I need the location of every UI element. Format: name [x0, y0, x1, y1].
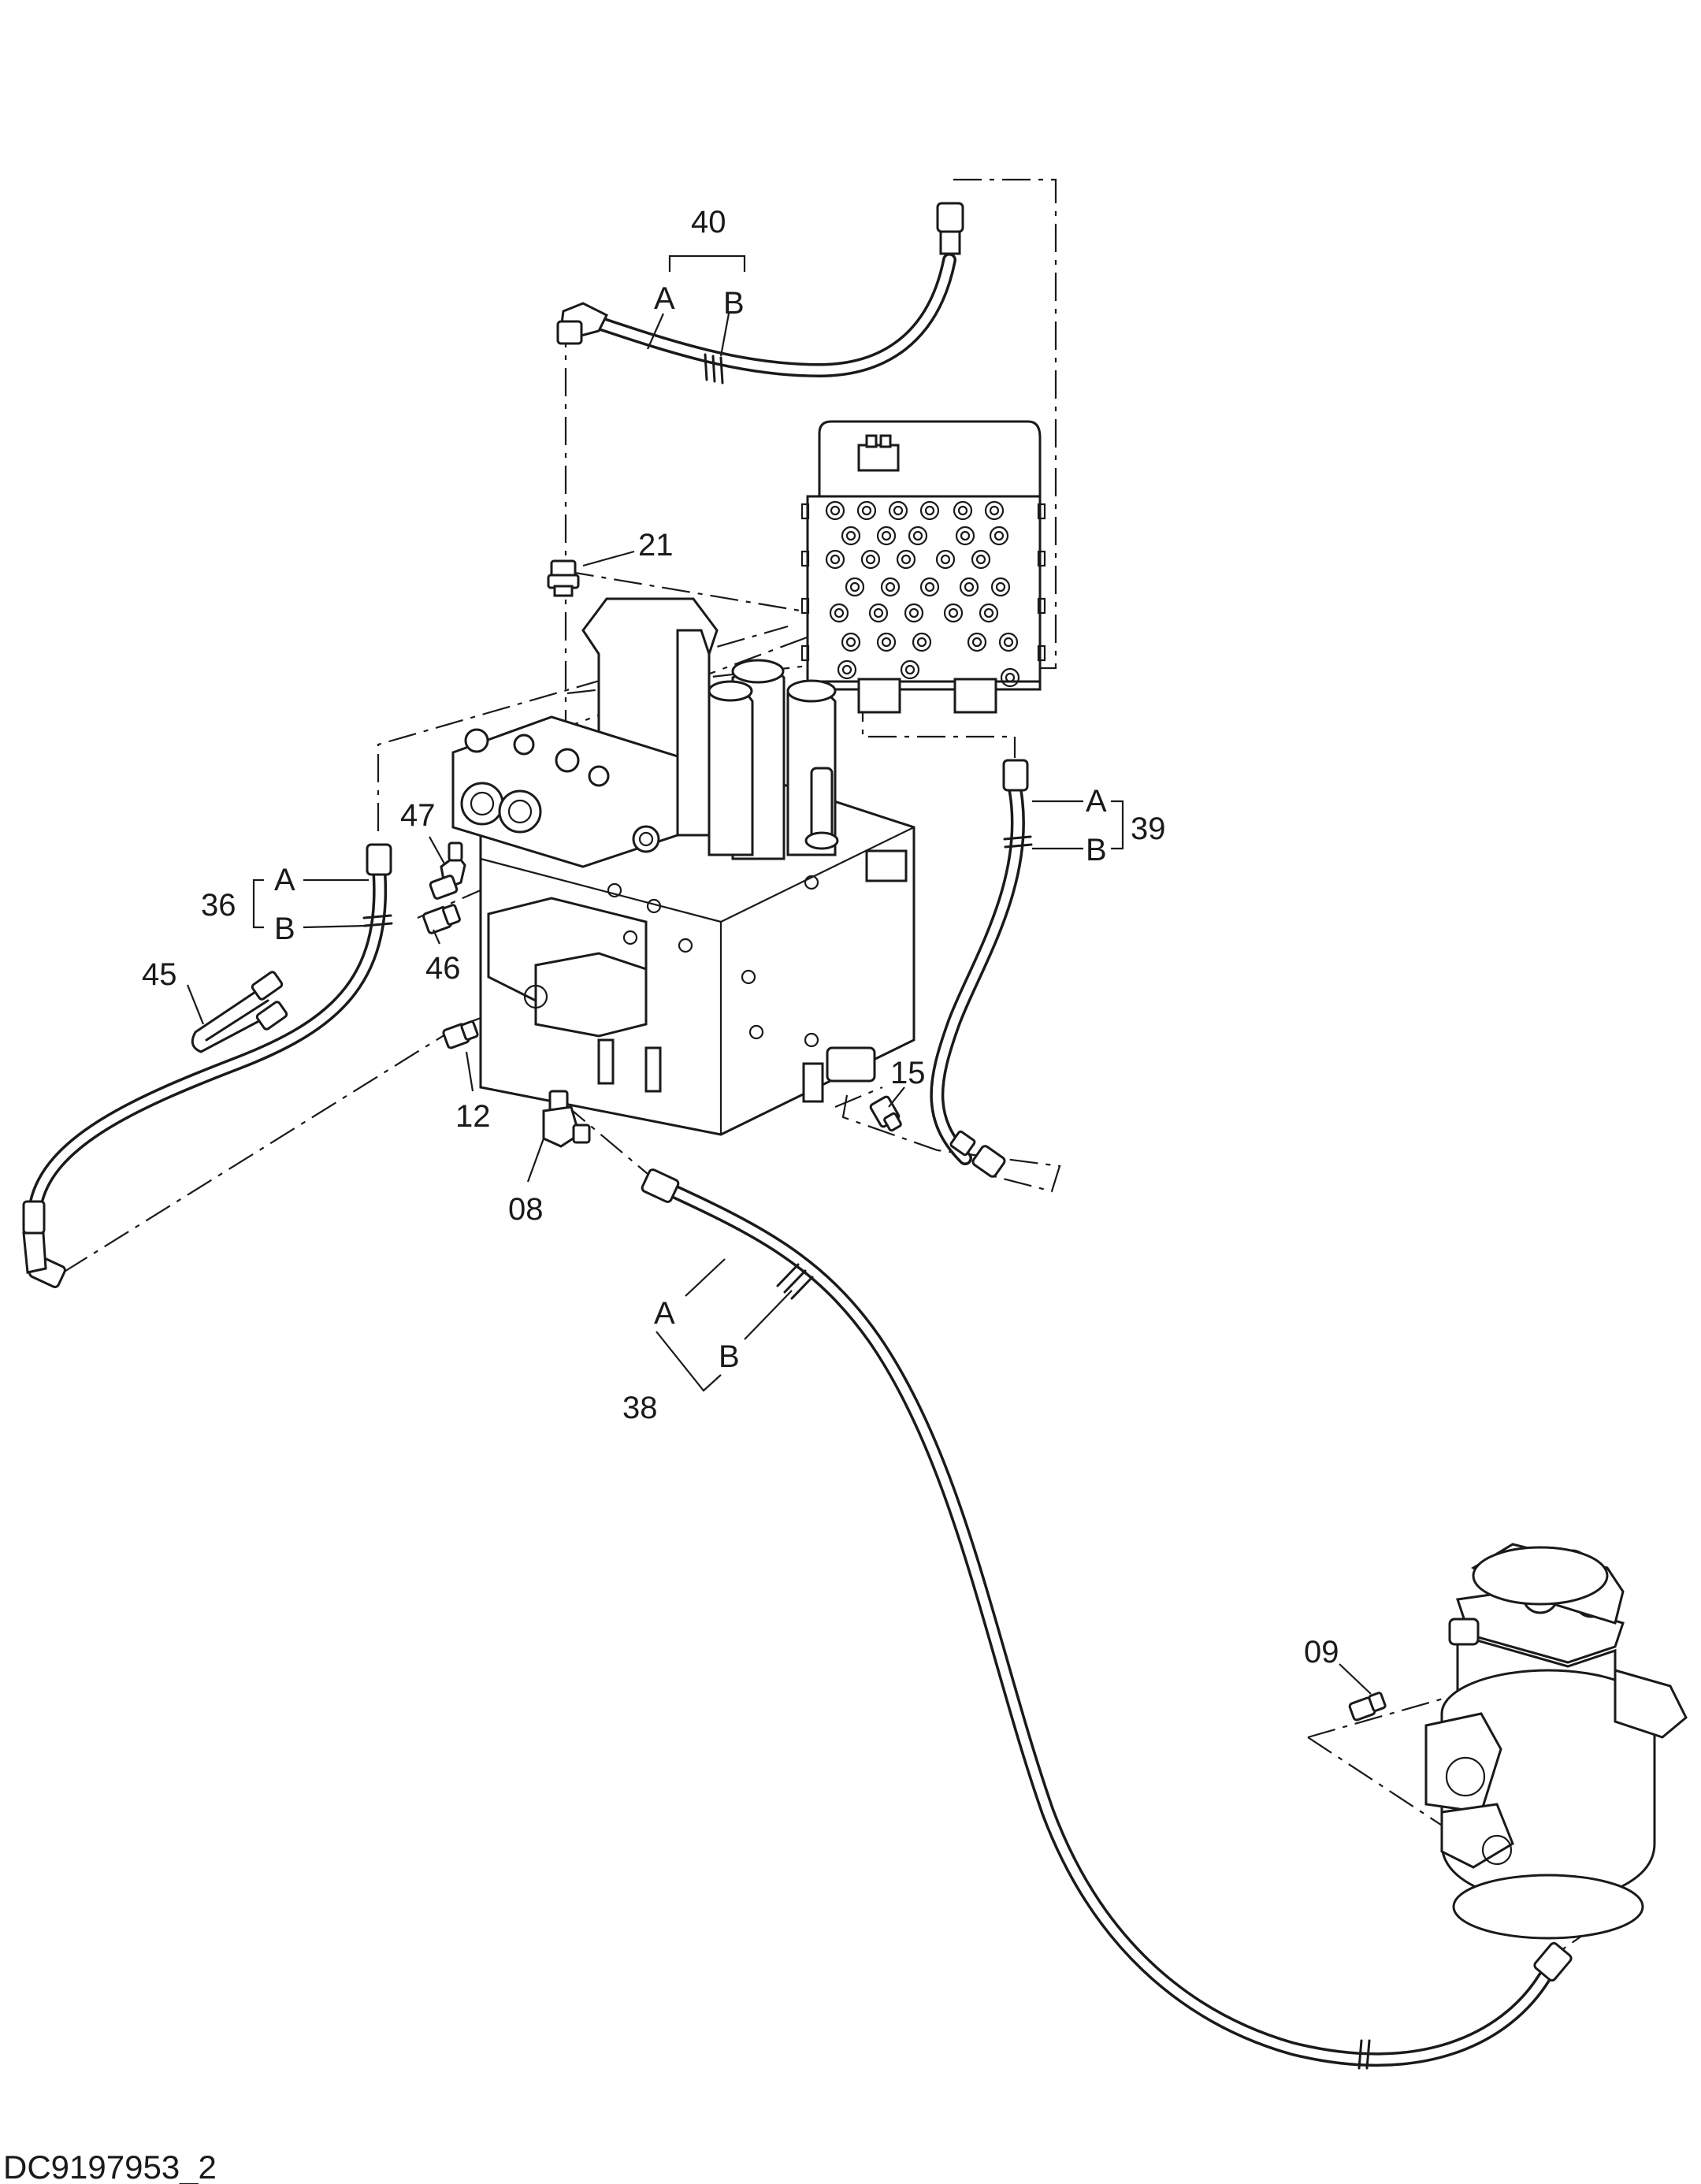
- label-21: 21: [638, 528, 674, 563]
- fitting-46: [422, 904, 461, 934]
- fitting-15: [869, 1095, 902, 1132]
- document-id: DC9197953_2: [3, 2149, 217, 2184]
- pilot-valve-block: [800, 420, 1046, 714]
- hose-40: [556, 202, 964, 384]
- swivel-joint: [1424, 1543, 1688, 1940]
- label-36-a: A: [274, 863, 295, 897]
- label-40: 40: [691, 205, 726, 240]
- label-47: 47: [400, 798, 436, 833]
- hose-38: [641, 1168, 1573, 2070]
- label-40-a: A: [654, 281, 675, 316]
- elbow-08: [542, 1090, 591, 1148]
- label-39-a: A: [1086, 784, 1107, 819]
- label-15: 15: [890, 1056, 926, 1090]
- label-40-b: B: [723, 286, 745, 321]
- part-labels: 40 A B 21 47 36 A B 46 45 12 08 15 A B 3…: [142, 205, 1339, 1670]
- label-36: 36: [201, 888, 236, 923]
- label-36-b: B: [274, 912, 295, 946]
- fitting-21: [547, 550, 635, 597]
- fitting-12: [442, 1020, 479, 1049]
- label-45: 45: [142, 957, 177, 992]
- label-39: 39: [1131, 812, 1166, 846]
- label-38-b: B: [719, 1339, 740, 1374]
- label-08: 08: [508, 1192, 544, 1227]
- label-39-b: B: [1086, 833, 1107, 867]
- label-46: 46: [425, 951, 461, 986]
- hose-36: [22, 843, 393, 1288]
- callout-leaders: [186, 254, 1124, 1392]
- hose-39: [930, 759, 1033, 1178]
- label-38: 38: [622, 1391, 658, 1425]
- label-38-a: A: [654, 1296, 675, 1331]
- fitting-09: [1339, 1663, 1387, 1722]
- fitting-47: [429, 841, 466, 900]
- label-12: 12: [455, 1099, 491, 1134]
- label-09: 09: [1304, 1635, 1339, 1670]
- hose-45: [191, 971, 288, 1053]
- control-valve: [451, 597, 915, 1136]
